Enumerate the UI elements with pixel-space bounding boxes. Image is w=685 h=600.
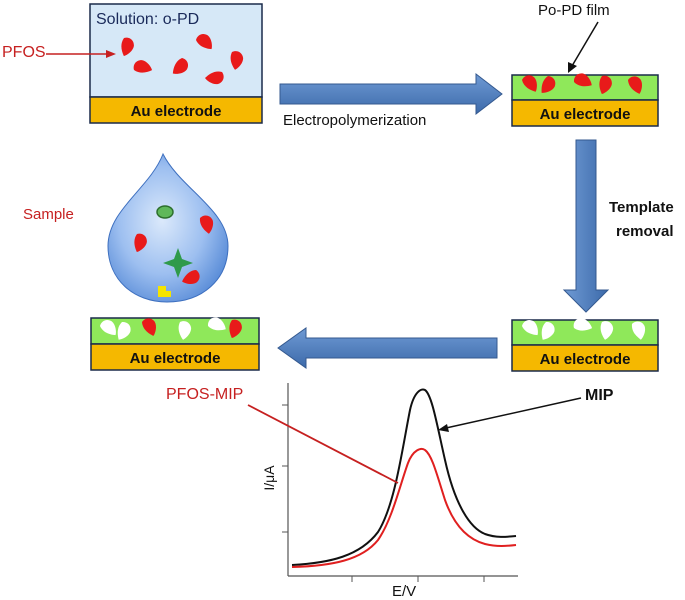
- electrode-label: Au electrode: [540, 106, 631, 123]
- electrode-bar: [511, 344, 659, 372]
- stage-imprinted-film: Au electrode: [511, 316, 659, 372]
- electrode-label: Au electrode: [130, 350, 221, 367]
- solution-box: [89, 3, 263, 98]
- film-label: Po-PD film: [538, 2, 610, 19]
- template-label-line1: Template: [609, 199, 674, 216]
- x-axis-label: E/V: [392, 583, 416, 600]
- y-axis-label: I/μA: [261, 465, 277, 491]
- mip-curve: [291, 388, 517, 566]
- interferent-star: [163, 248, 193, 278]
- pfos-pointer-head: [106, 50, 116, 58]
- electrode-bar: [90, 343, 260, 371]
- electrode-bar: [89, 96, 263, 124]
- voltammogram: I/μA E/V: [261, 383, 518, 600]
- electrode-label: Au electrode: [131, 103, 222, 120]
- mip-pointer: [445, 397, 582, 429]
- pfos-label: PFOS: [2, 44, 46, 61]
- pfos-mip-curve: [291, 447, 517, 568]
- film-pointer: [571, 21, 599, 67]
- mip-pointer-head: [438, 424, 449, 432]
- template-label-line2: removal: [616, 223, 674, 240]
- stage-polymer-film: Au electrode: [511, 70, 659, 127]
- electrode-label: Au electrode: [540, 351, 631, 368]
- electropolymerization-label: Electropolymerization: [283, 112, 426, 129]
- arrow-rebinding: [277, 327, 498, 369]
- arrow-template-removal: [562, 139, 610, 313]
- mip-label: MIP: [585, 387, 614, 404]
- droplet-shape: [107, 152, 229, 303]
- y-ticks: [282, 404, 288, 533]
- solution-label: Solution: o-PD: [96, 11, 199, 28]
- interferent-square: [158, 286, 171, 297]
- stage-solution: Solution: o-PD Au electrode: [89, 3, 263, 124]
- sample-label: Sample: [23, 206, 74, 223]
- stage-rebound-film: Au electrode: [90, 314, 260, 371]
- sample-droplet: [107, 152, 229, 303]
- x-ticks: [351, 576, 485, 582]
- interferent-oval: [156, 205, 174, 219]
- pfos-mip-pointer: [247, 404, 399, 484]
- pfos-mip-label: PFOS-MIP: [166, 386, 243, 403]
- arrow-electropolymerization: [279, 72, 503, 116]
- electrode-bar: [511, 99, 659, 127]
- film-pointer-head: [568, 62, 577, 73]
